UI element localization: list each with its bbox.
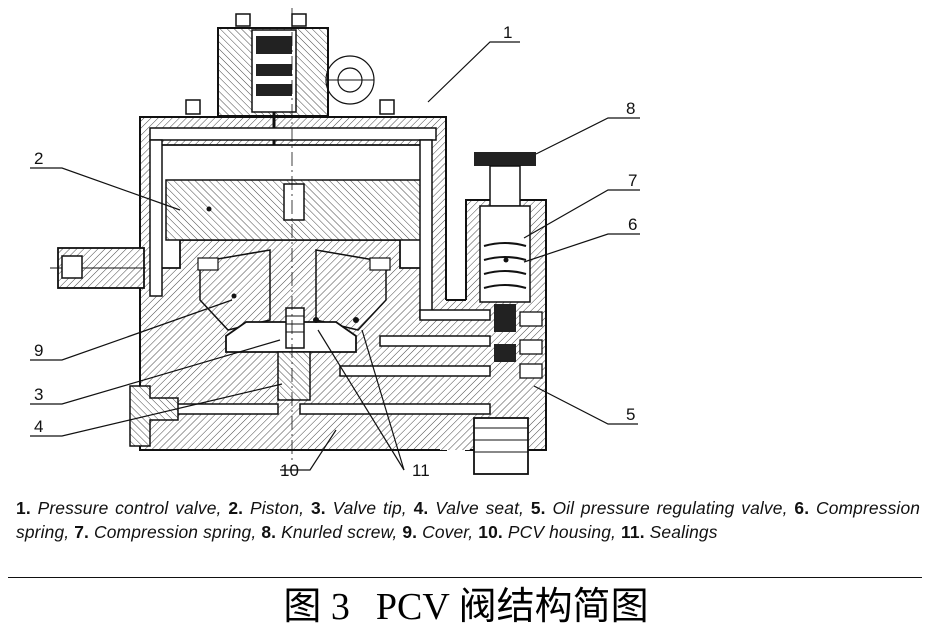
callout-10: 10: [280, 461, 299, 480]
callout-9: 9: [34, 341, 43, 360]
legend-num: 3.: [310, 498, 326, 518]
callout-1: 1: [503, 23, 512, 42]
top-actuator: [185, 13, 395, 145]
legend-name: Sealings: [649, 522, 718, 542]
oil-pressure-regulating-valve: [473, 152, 543, 475]
legend-name: Compression spring,: [94, 522, 257, 542]
bottom-left-plug: [129, 385, 179, 447]
figure-title-text: PCV 阀结构简图: [375, 586, 649, 628]
oil-channels: [149, 127, 491, 415]
legend-num: 4.: [413, 498, 429, 518]
callout-5: 5: [626, 405, 635, 424]
callout-3: 3: [34, 385, 43, 404]
legend-num: 7.: [74, 522, 90, 542]
legend-num: 1.: [16, 498, 31, 518]
legend-name: Valve seat,: [435, 498, 525, 518]
legend-num: 10.: [478, 522, 503, 542]
callout-4: 4: [34, 417, 43, 436]
cover: [197, 249, 391, 331]
legend-name: Valve tip,: [332, 498, 407, 518]
left-port-fitting: [50, 247, 146, 289]
callout-2: 2: [34, 149, 43, 168]
legend-name: Compression spring,: [16, 498, 921, 542]
legend-num: 2.: [228, 498, 244, 518]
legend-name: Piston,: [249, 498, 305, 518]
legend-name: Oil pressure regulating valve,: [552, 498, 788, 518]
pcv-valve-cross-section-diagram: 1 2 9 3 4 5 6 7 8 10 11: [30, 8, 640, 480]
callout-6: 6: [628, 215, 637, 234]
figure-title: 图 3 PCV 阀结构简图: [0, 584, 932, 630]
legend-name: Knurled screw,: [281, 522, 398, 542]
legend-name: Pressure control valve,: [37, 498, 222, 518]
legend-name: Cover,: [422, 522, 474, 542]
legend-num: 8.: [261, 522, 277, 542]
valve-assembly: [225, 307, 359, 401]
legend-num: 9.: [402, 522, 418, 542]
callout-7: 7: [628, 171, 637, 190]
legend-num: 6.: [794, 498, 810, 518]
caption-divider: [8, 577, 922, 578]
callout-11: 11: [412, 461, 430, 480]
callout-8: 8: [626, 99, 635, 118]
legend-num: 5.: [530, 498, 546, 518]
legend-caption: 1. Pressure control valve, 2. Piston, 3.…: [16, 496, 920, 544]
figure-label: 图 3: [283, 586, 350, 628]
legend-num: 11.: [621, 522, 645, 542]
leader-lines: [30, 41, 640, 471]
legend-name: PCV housing,: [507, 522, 617, 542]
